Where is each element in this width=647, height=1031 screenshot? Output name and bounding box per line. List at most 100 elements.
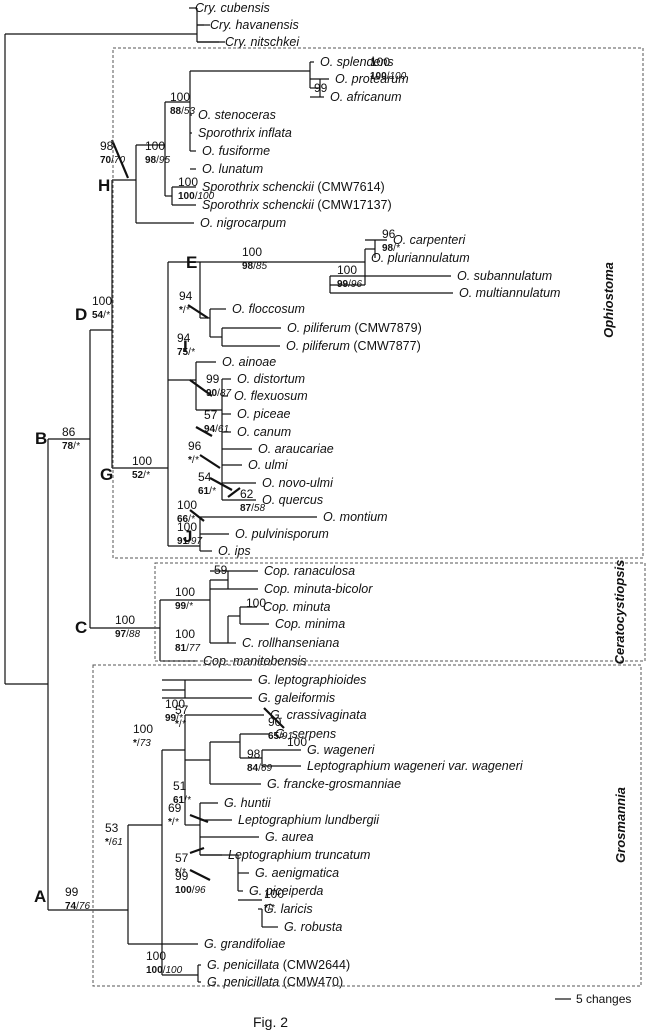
taxon-label: O. ips (218, 544, 251, 558)
support-sep: / (76, 901, 79, 912)
support-mp-bi: 65/91 (268, 731, 293, 742)
support-mp-bi: */* (168, 817, 180, 828)
strain-id: (CMW2644) (279, 958, 350, 972)
support-mp-bi: 98/85 (242, 261, 267, 272)
support-bi: 91 (282, 731, 293, 742)
support-mp-bi: 100/100 (146, 965, 183, 976)
taxon-name: G. leptographioides (258, 673, 366, 687)
support-mp-bi: 66/* (177, 514, 196, 525)
taxon-label: G. wageneri (307, 743, 376, 757)
support-mp: 100 (175, 885, 192, 896)
taxon-name: O. multiannulatum (459, 286, 560, 300)
support-mp: * (175, 867, 179, 878)
support-sep: / (251, 503, 254, 514)
support-sep: / (179, 719, 182, 730)
taxon-label: O. piliferum (CMW7879) (287, 321, 422, 335)
support-sep: / (163, 965, 166, 976)
group-label-gro: Grosmannia (613, 787, 628, 863)
strain-id: (CMW7877) (350, 339, 421, 353)
taxon-label: O. ainoae (222, 355, 276, 369)
support-mp-bi: */* (175, 719, 187, 730)
taxon-name: G. robusta (284, 920, 342, 934)
taxon-label: O. flexuosum (234, 389, 308, 403)
node-label-d: D (75, 305, 87, 324)
support-bi: 97 (191, 536, 203, 547)
node-label-e: E (186, 253, 197, 272)
support-mp: 54 (92, 310, 104, 321)
taxon-name: Leptographium wageneri var. wageneri (307, 759, 524, 773)
support-mp: 88 (170, 106, 182, 117)
taxon-label: Cop. minuta (263, 600, 330, 614)
taxon-name: Cop. ranaculosa (264, 564, 355, 578)
taxon-label: Leptographium lundbergii (238, 813, 380, 827)
support-mp-bi: */* (188, 455, 200, 466)
support-bi: 58 (254, 503, 266, 514)
node-label-c: C (75, 618, 87, 637)
support-bi: 53 (184, 106, 196, 117)
taxon-label: Cry. cubensis (195, 1, 270, 15)
taxon-name: G. penicillata (207, 975, 279, 989)
support-mp-bi: 84/69 (247, 763, 272, 774)
support-sep: / (126, 629, 129, 640)
support-value: 94 (177, 331, 191, 345)
strain-id: (CMW470) (279, 975, 343, 989)
support-mp-bi: 61/* (173, 795, 192, 806)
support-mp-bi: 99/* (175, 601, 194, 612)
taxon-name: Cop. minima (275, 617, 345, 631)
support-value: 94 (179, 289, 193, 303)
support-mp-bi: 87/58 (240, 503, 265, 514)
support-bi: 95 (159, 155, 171, 166)
support-sep: / (186, 643, 189, 654)
support-mp-bi: 90/87 (206, 388, 231, 399)
taxon-name: O. ulmi (248, 458, 289, 472)
pointer-arrow (189, 509, 205, 522)
taxon-label: O. carpenteri (393, 233, 466, 247)
strain-id: (CMW7879) (351, 321, 422, 335)
support-mp: 100 (370, 71, 387, 82)
support-bi: 85 (256, 261, 268, 272)
support-mp: 70 (100, 155, 112, 166)
support-mp: * (188, 455, 192, 466)
support-value: 100 (145, 139, 165, 153)
taxon-label: G. penicillata (CMW2644) (207, 958, 350, 972)
support-bi: * (179, 713, 184, 724)
support-mp: * (168, 817, 172, 828)
taxon-label: O. stenoceras (198, 108, 276, 122)
taxon-label: G. galeiformis (258, 691, 335, 705)
taxon-label: Leptographium wageneri var. wageneri (307, 759, 524, 773)
taxon-label: O. distortum (237, 372, 305, 386)
pointer-arrow (187, 304, 209, 319)
support-sep: / (215, 424, 218, 435)
taxon-label: Cop. minuta-bicolor (264, 582, 373, 596)
support-value: 100 (175, 585, 195, 599)
support-value: 100 (175, 627, 195, 641)
support-value: 100 (92, 294, 112, 308)
support-mp-bi: 91/97 (177, 536, 202, 547)
support-bi: * (396, 243, 401, 254)
support-value: 100 (177, 520, 197, 534)
support-value: 57 (175, 703, 189, 717)
group-box-gro (92, 664, 642, 987)
taxon-label: G. francke-grosmanniae (267, 777, 401, 791)
support-mp-bi: 94/61 (204, 424, 229, 435)
taxon-name: O. piceae (237, 407, 291, 421)
support-mp: 65 (268, 731, 280, 742)
taxon-label: C. rollhanseniana (242, 636, 339, 650)
pointer-arrow (209, 477, 233, 491)
taxon-name: O. pulvinisporum (235, 527, 329, 541)
taxon-name: O. canum (237, 425, 291, 439)
taxon-name: O. piliferum (286, 339, 350, 353)
support-value: 99 (314, 81, 328, 95)
support-mp: 61 (198, 486, 210, 497)
node-label-j: J (183, 527, 192, 546)
support-sep: / (188, 514, 191, 525)
taxon-label: G. leptographioides (258, 673, 366, 687)
taxon-label: G. piceiperda (249, 884, 323, 898)
support-sep: / (176, 713, 179, 724)
support-mp: 90 (206, 388, 218, 399)
support-value: 62 (240, 487, 254, 501)
support-value: 69 (168, 801, 182, 815)
support-bi: * (106, 310, 111, 321)
support-sep: / (253, 261, 256, 272)
